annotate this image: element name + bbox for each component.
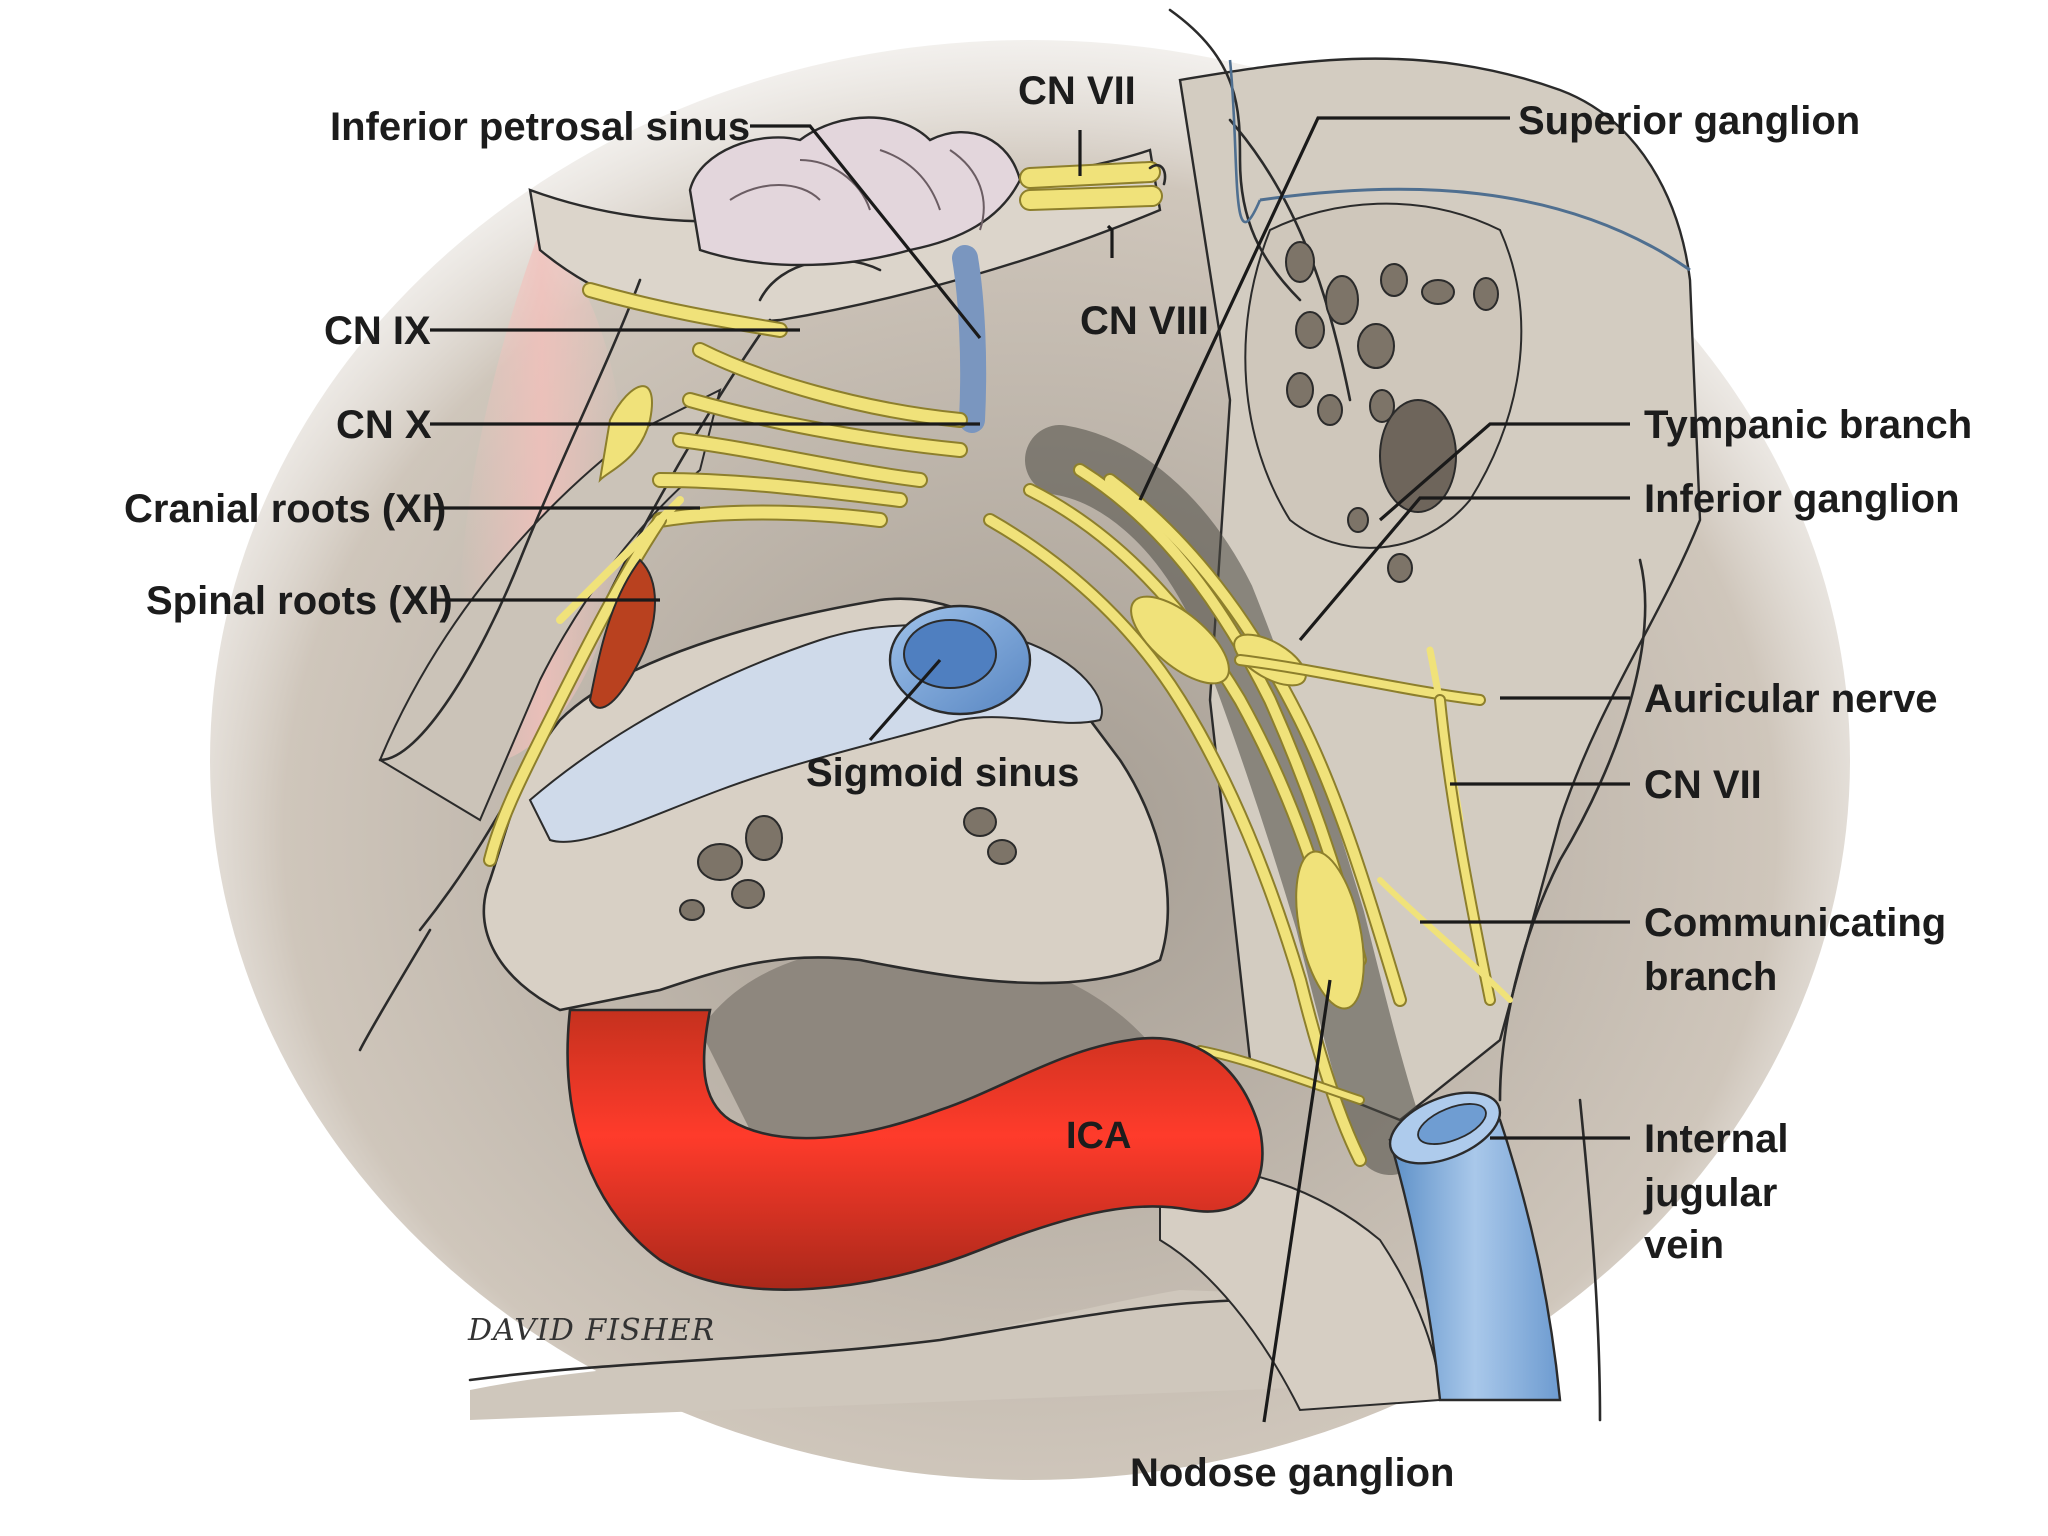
label-cn-vii-right: CN VII [1644,763,1762,807]
label-auricular-nerve: Auricular nerve [1644,677,1937,721]
label-spinal-roots: Spinal roots (XI) [146,579,453,623]
label-internal-jugular-vein-line2: jugular [1643,1171,1777,1215]
cerebellum [688,116,1022,267]
internal-jugular-vein [1388,1091,1562,1402]
lower-cranial-nerve-bundle [483,282,968,867]
mastoid-air-cells [679,241,1499,921]
label-cn-viii: CN VIII [1080,299,1209,343]
label-inferior-ganglion: Inferior ganglion [1644,477,1960,521]
label-internal-jugular-vein-line3: vein [1644,1223,1724,1267]
sigmoid-sinus [528,604,1103,843]
label-communicating-branch-line1: Communicating [1644,901,1946,945]
cn-vii-viii-stub [1019,161,1167,211]
internal-carotid-artery [566,1008,1264,1291]
label-tympanic-branch: Tympanic branch [1644,403,1972,447]
label-ica: ICA [1066,1115,1131,1157]
label-cn-vii-top: CN VII [1018,69,1136,113]
inferior-petrosal-sinus [952,245,987,433]
labels: Inferior petrosal sinus CN VII Superior … [124,69,1972,1495]
label-nodose-ganglion: Nodose ganglion [1130,1451,1454,1495]
label-superior-ganglion: Superior ganglion [1518,99,1860,143]
label-cn-x: CN X [336,403,432,447]
label-inferior-petrosal-sinus: Inferior petrosal sinus [330,105,750,149]
label-internal-jugular-vein-line1: Internal [1644,1117,1788,1161]
leader-lines [428,116,1630,1423]
label-cranial-roots: Cranial roots (XI) [124,487,446,531]
label-cn-ix: CN IX [324,309,431,353]
label-communicating-branch-line2: branch [1644,955,1777,999]
artist-signature: DAVID FISHER [467,1313,715,1348]
vertebral-artery [588,558,656,709]
vagus-trunk [983,425,1513,1175]
label-sigmoid-sinus: Sigmoid sinus [806,751,1079,795]
